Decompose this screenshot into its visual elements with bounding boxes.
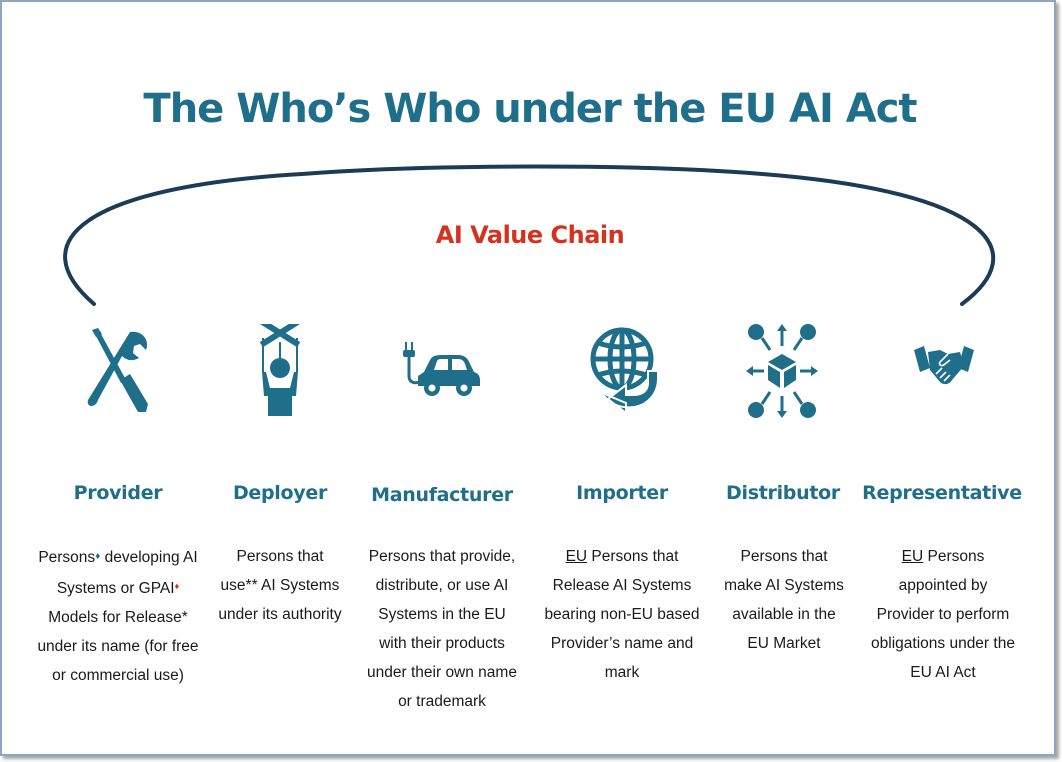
distributor-description: Persons that make AI Systems available i… bbox=[724, 548, 844, 652]
role-distributor: Distributor bbox=[726, 482, 840, 504]
distribution-box-icon bbox=[746, 324, 818, 418]
role-representative: Representative bbox=[862, 482, 1022, 504]
electric-car-icon bbox=[403, 342, 480, 396]
role-manufacturer: Manufacturer bbox=[371, 484, 513, 506]
manufacturer-description: Persons that provide, distribute, or use… bbox=[367, 548, 517, 710]
puppet-icon bbox=[259, 324, 301, 416]
value-chain-label: AI Value Chain bbox=[435, 221, 625, 249]
wrench-screwdriver-icon bbox=[87, 328, 148, 412]
representative-description: EU Persons appointed by Provider to perf… bbox=[871, 548, 1015, 681]
deployer-description: Persons that use** AI Systems under its … bbox=[218, 548, 342, 623]
footnote-marker: ♦ bbox=[95, 551, 101, 562]
globe-arrow-icon bbox=[590, 327, 659, 416]
footnote-marker: ♦ bbox=[174, 581, 180, 591]
importer-description: EU Persons that Release AI Systems beari… bbox=[544, 548, 700, 681]
page-title: The Who’s Who under the EU AI Act bbox=[143, 86, 917, 132]
value-chain-arc bbox=[63, 164, 996, 306]
role-importer: Importer bbox=[576, 482, 668, 504]
provider-description: Persons♦ developing AI Systems or GPAI♦ … bbox=[37, 549, 199, 684]
handshake-icon bbox=[914, 346, 974, 385]
role-deployer: Deployer bbox=[232, 482, 328, 504]
role-provider: Provider bbox=[73, 482, 163, 504]
